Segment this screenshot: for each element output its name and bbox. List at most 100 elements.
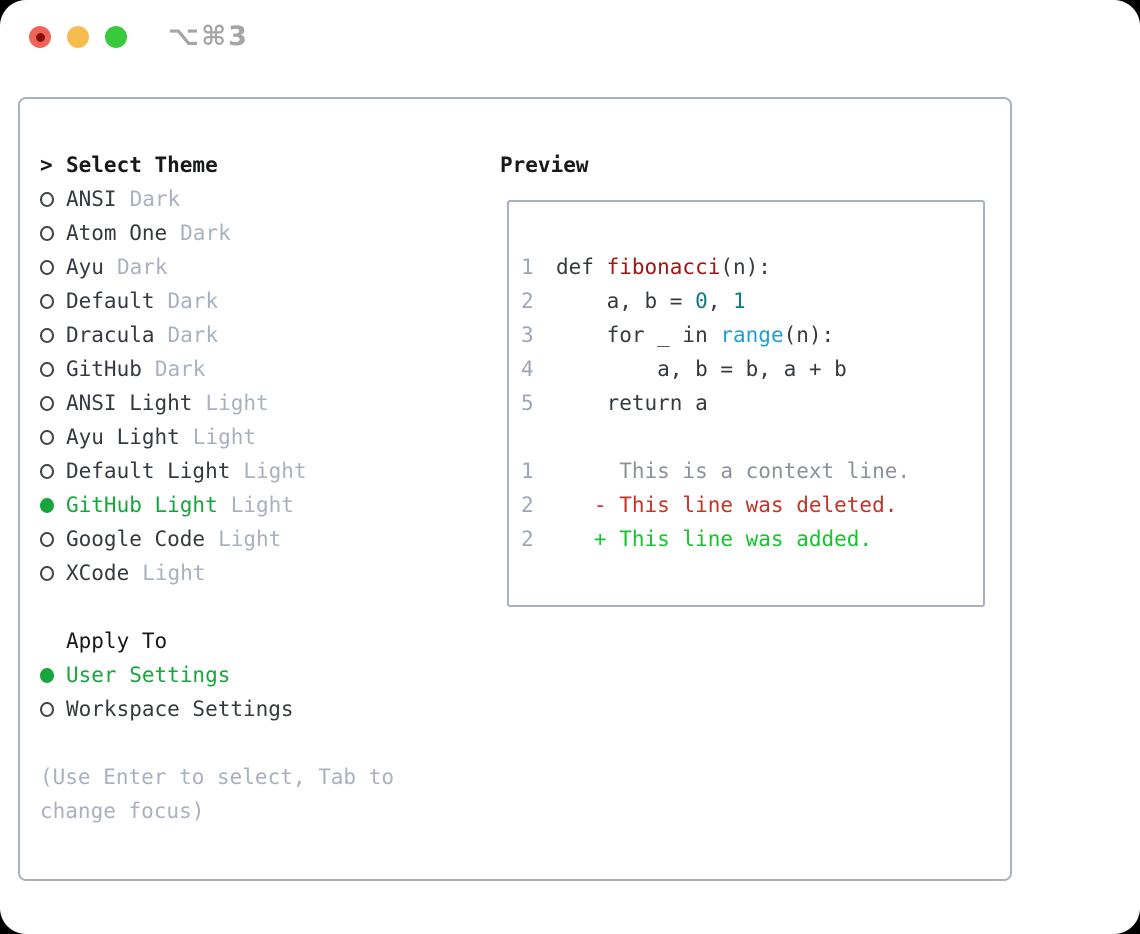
- radio-icon: [40, 182, 54, 216]
- theme-label: ANSI: [66, 187, 117, 211]
- apply-to-header-row: Apply To: [40, 624, 460, 658]
- code-segment: def: [556, 255, 607, 279]
- theme-label: Dracula: [66, 323, 155, 347]
- theme-label: GitHub: [66, 357, 142, 381]
- code-segment: (n):: [720, 255, 771, 279]
- radio-icon: [40, 352, 54, 386]
- line-number: 4: [521, 357, 534, 381]
- line-number: 2: [521, 527, 534, 551]
- radio-icon: [40, 692, 54, 726]
- select-theme-header: Select Theme: [66, 153, 218, 177]
- window-shortcut-label: ⌥⌘3: [168, 21, 249, 52]
- code-segment: range: [720, 323, 784, 347]
- spacer: [40, 726, 460, 760]
- code-segment: fibonacci: [606, 255, 721, 279]
- radio-icon: [40, 420, 54, 454]
- apply-label: User Settings: [66, 663, 231, 687]
- code-segment: 1: [733, 289, 746, 313]
- code-segment: a, b =: [556, 289, 696, 313]
- theme-label: ANSI Light: [66, 391, 193, 415]
- theme-variant-label: Dark: [116, 255, 168, 279]
- radio-icon: [40, 454, 54, 488]
- spacer: [40, 590, 460, 624]
- line-number: 2: [521, 493, 534, 517]
- theme-variant-label: Light: [205, 391, 269, 415]
- preview-header: Preview: [500, 153, 589, 177]
- theme-label: XCode: [66, 561, 130, 585]
- preview-header-row: Preview: [500, 148, 985, 182]
- theme-label: Default Light: [66, 459, 231, 483]
- theme-option-ansi[interactable]: ANSI Dark: [40, 182, 460, 216]
- code-segment: a, b = b, a + b: [556, 357, 847, 381]
- code-line: 2 a, b = 0, 1: [521, 284, 983, 318]
- apply-option-user-settings[interactable]: User Settings: [40, 658, 460, 692]
- code-line: [521, 420, 983, 454]
- theme-label: Atom One: [66, 221, 168, 245]
- theme-variant-label: Light: [243, 459, 307, 483]
- record-dot-icon: [35, 32, 45, 42]
- code-segment: for _ in: [556, 323, 721, 347]
- apply-to-header: Apply To: [66, 629, 168, 653]
- line-number: 1: [521, 255, 534, 279]
- line-number: 1: [521, 459, 534, 483]
- code-line: 2 - This line was deleted.: [521, 488, 983, 522]
- code-segment: return a: [556, 391, 708, 415]
- theme-variant-label: Dark: [129, 187, 181, 211]
- theme-label: Ayu: [66, 255, 104, 279]
- theme-option-ansi-light[interactable]: ANSI Light Light: [40, 386, 460, 420]
- titlebar: ⌥⌘3: [0, 0, 1140, 74]
- close-button[interactable]: [29, 26, 51, 48]
- theme-label: Default: [66, 289, 155, 313]
- theme-option-ayu[interactable]: Ayu Dark: [40, 250, 460, 284]
- theme-variant-label: Light: [230, 493, 294, 517]
- theme-option-default-light[interactable]: Default Light Light: [40, 454, 460, 488]
- code-line: 4 a, b = b, a + b: [521, 352, 983, 386]
- theme-option-dracula[interactable]: Dracula Dark: [40, 318, 460, 352]
- cursor-prefix-icon: >: [40, 153, 53, 177]
- line-number: 2: [521, 289, 534, 313]
- theme-option-default[interactable]: Default Dark: [40, 284, 460, 318]
- code-segment: - This line was deleted.: [556, 493, 898, 517]
- radio-icon: [40, 318, 54, 352]
- theme-variant-label: Light: [142, 561, 206, 585]
- hint-text: (Use Enter to select, Tab to change focu…: [40, 765, 395, 823]
- radio-icon: [40, 386, 54, 420]
- code-line: 5 return a: [521, 386, 983, 420]
- theme-label: Ayu Light: [66, 425, 180, 449]
- code-line: 1 This is a context line.: [521, 454, 983, 488]
- apply-option-workspace-settings[interactable]: Workspace Settings: [40, 692, 460, 726]
- code-segment: (n):: [783, 323, 835, 347]
- theme-option-github-light[interactable]: GitHub Light Light: [40, 488, 460, 522]
- apply-label: Workspace Settings: [66, 697, 294, 721]
- code-segment: 0: [695, 289, 708, 313]
- theme-label: Google Code: [66, 527, 206, 551]
- radio-icon: [40, 250, 54, 284]
- code-segment: + This line was added.: [556, 527, 873, 551]
- line-number: 5: [521, 391, 534, 415]
- code-line: 2 + This line was added.: [521, 522, 983, 556]
- code-segment: This is a context line.: [556, 459, 911, 483]
- theme-variant-label: Dark: [180, 221, 231, 245]
- radio-selected-icon: [40, 488, 54, 522]
- theme-option-xcode[interactable]: XCode Light: [40, 556, 460, 590]
- theme-label: GitHub Light: [66, 493, 218, 517]
- theme-option-atom-one[interactable]: Atom One Dark: [40, 216, 460, 250]
- minimize-button[interactable]: [67, 26, 89, 48]
- theme-variant-label: Dark: [167, 323, 219, 347]
- radio-selected-icon: [40, 658, 54, 692]
- zoom-button[interactable]: [105, 26, 127, 48]
- theme-variant-label: Dark: [167, 289, 219, 313]
- select-theme-header-row: > Select Theme: [40, 148, 460, 182]
- radio-icon: [40, 556, 54, 590]
